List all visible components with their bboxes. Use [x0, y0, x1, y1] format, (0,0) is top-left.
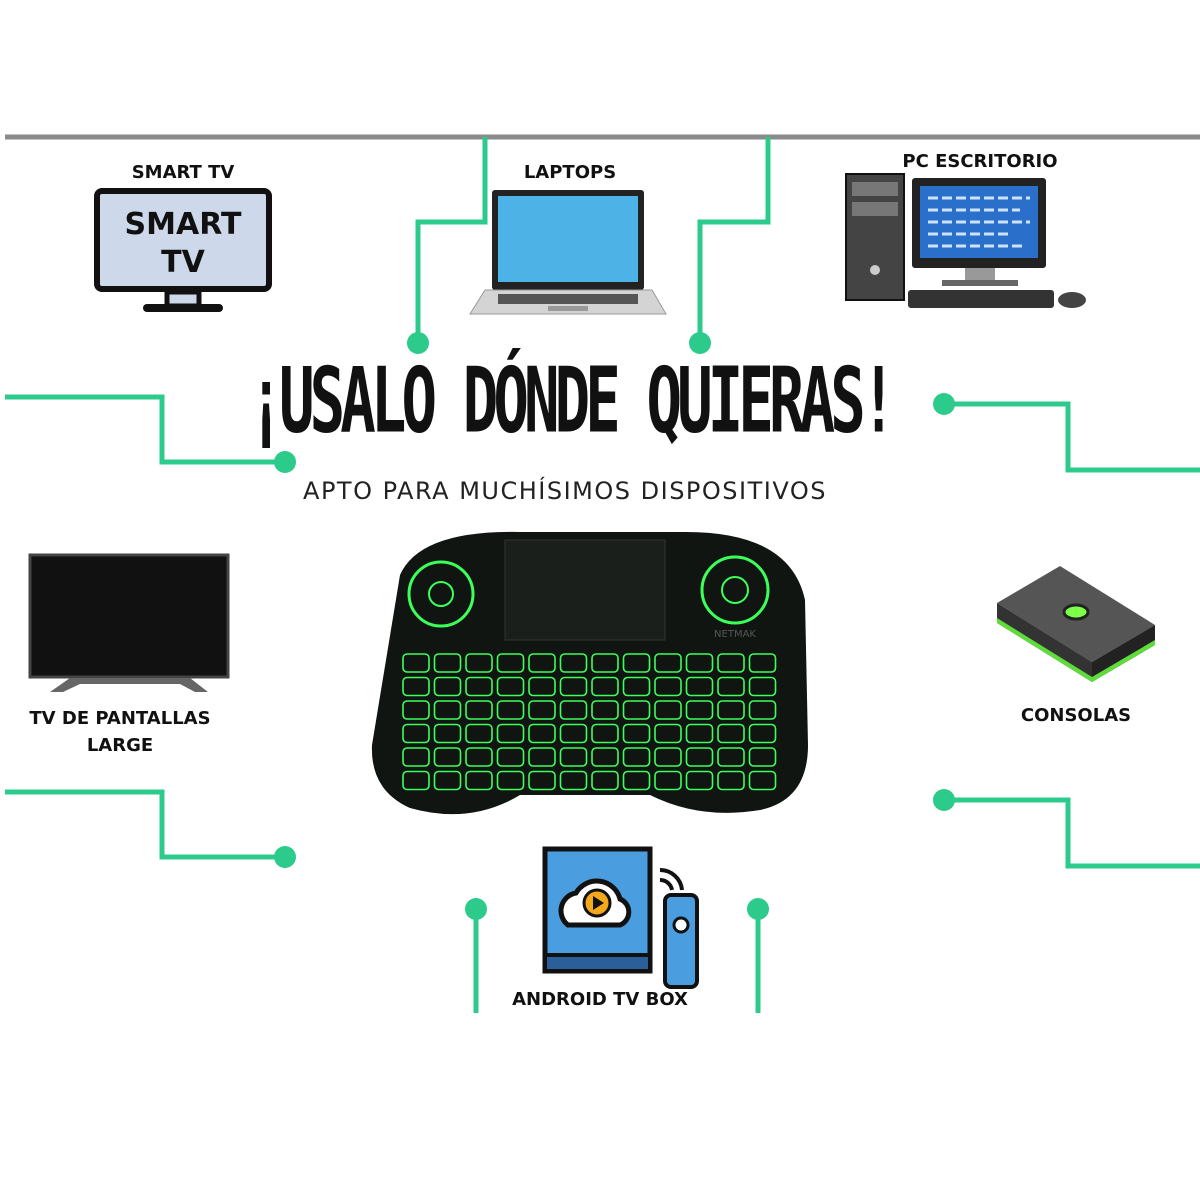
keyboard-key [591, 770, 619, 791]
keyboard-key [622, 723, 651, 744]
keyboard-key [465, 676, 493, 697]
keyboard-key [433, 747, 462, 767]
smart-tv-screen-text-2: TV [161, 245, 205, 280]
keyboard-key [685, 747, 714, 767]
keyboard-key [559, 747, 588, 767]
keyboard-key [622, 747, 651, 767]
keyboard-key [748, 723, 777, 744]
keyboard-key [622, 700, 651, 720]
keyboard-key [685, 723, 714, 744]
keyboard-key [591, 653, 619, 673]
keyboard-key [622, 676, 651, 697]
keyboard-key [559, 676, 588, 697]
keyboard-key [559, 770, 588, 791]
keyboard-key [654, 676, 682, 697]
keyboard-key [591, 723, 619, 744]
keyboard-key [717, 653, 745, 673]
keyboard-key [622, 770, 651, 791]
smart-tv-screen-text-1: SMART [125, 207, 242, 242]
keyboard-key [528, 653, 556, 673]
pc-label: PC ESCRITORIO [902, 151, 1058, 172]
subheadline: APTO PARA MUCHÍSIMOS DISPOSITIVOS [303, 477, 827, 505]
console-icon [997, 566, 1155, 682]
keyboard-key [496, 676, 525, 697]
large-tv-label: TV DE PANTALLAS LARGE [20, 705, 220, 759]
desktop-pc-icon [845, 173, 1086, 308]
keyboard-key [717, 747, 745, 767]
keyboard-key [402, 770, 430, 791]
keyboard-key [591, 747, 619, 767]
keyboard-key [528, 747, 556, 767]
android-tv-box-icon [542, 846, 699, 989]
large-tv-label-line1: TV DE PANTALLAS [29, 708, 211, 729]
keyboard-key [528, 700, 556, 720]
keyboard-key [654, 747, 682, 767]
keyboard-key [748, 770, 777, 791]
keyboard-key [528, 770, 556, 791]
headline: ¡USALO DÓNDE QUIERAS! [248, 347, 896, 453]
keyboard-key [465, 653, 493, 673]
keyboard-key [528, 723, 556, 744]
keyboard-key [654, 700, 682, 720]
keyboard-key [528, 676, 556, 697]
keyboard-key [559, 723, 588, 744]
keyboard-key [433, 770, 462, 791]
keyboard-key [559, 653, 588, 673]
large-tv-icon [28, 553, 230, 692]
keyboard-key [465, 723, 493, 744]
consoles-label: CONSOLAS [1020, 705, 1132, 726]
keyboard-key [559, 700, 588, 720]
keyboard-key [433, 700, 462, 720]
smart-tv-label: SMART TV [131, 162, 235, 183]
keyboard-key [717, 723, 745, 744]
keyboard-key [685, 676, 714, 697]
keyboard-key [402, 676, 430, 697]
keyboard-key [465, 747, 493, 767]
keyboard-key [685, 653, 714, 673]
keyboard-key [717, 770, 745, 791]
keyboard-key [654, 723, 682, 744]
keyboard-key [685, 770, 714, 791]
keyboard-key [402, 653, 430, 673]
keyboard-key [748, 747, 777, 767]
large-tv-label-line2: LARGE [86, 735, 154, 756]
keyboard-key [622, 653, 651, 673]
keyboard-key [591, 676, 619, 697]
keyboard-key [496, 723, 525, 744]
keyboard-key [654, 653, 682, 673]
android-tv-box-label: ANDROID TV BOX [512, 989, 688, 1010]
keyboard-key [496, 770, 525, 791]
laptop-icon [469, 190, 667, 315]
keyboard-brand: NETMAK [714, 629, 756, 640]
keyboard-key [654, 770, 682, 791]
keyboard-key [402, 747, 430, 767]
keyboard-key [717, 700, 745, 720]
keyboard-key [433, 653, 462, 673]
keyboard-key [496, 700, 525, 720]
keyboard-key [402, 700, 430, 720]
keyboard-key [591, 700, 619, 720]
keyboard-key [433, 676, 462, 697]
keyboard-key [465, 770, 493, 791]
laptops-label: LAPTOPS [523, 162, 617, 183]
keyboard-key [496, 653, 525, 673]
keyboard-key [685, 700, 714, 720]
keyboard-key [402, 723, 430, 744]
keyboard-key [496, 747, 525, 767]
keyboard-key [433, 723, 462, 744]
smart-tv-icon [94, 188, 272, 312]
keyboard-key [748, 676, 777, 697]
mini-keyboard-image [371, 531, 808, 815]
keyboard-key [717, 676, 745, 697]
keyboard-key [465, 700, 493, 720]
keyboard-key [748, 653, 777, 673]
keyboard-key [748, 700, 777, 720]
